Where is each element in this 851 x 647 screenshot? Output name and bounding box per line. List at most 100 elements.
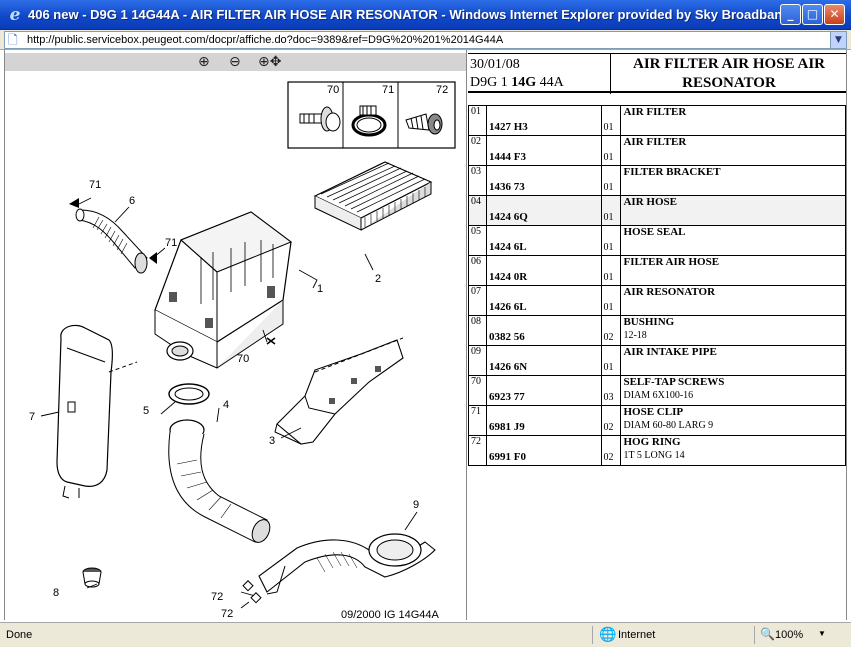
part-number-cell: 09 [468,345,487,376]
part-number: 03 [471,166,481,177]
arrow-marker-71-top [69,198,79,208]
part-reference[interactable]: 0382 56 [488,331,525,343]
part-qty-cell: 02 [600,435,622,466]
address-dropdown-icon[interactable]: ▼ [830,32,846,48]
marker-72b [250,592,262,604]
hose-clip-icon [351,105,387,137]
window-title: 406 new - D9G 1 14G44A - AIR FILTER AIR … [28,7,791,22]
part-desc-cell: HOG RING 1T 5 LONG 14 [620,435,846,466]
zoom-pan-icon[interactable]: ⊕✥ [258,54,282,70]
callout-72-upper: 72 [211,591,223,603]
part-qty-cell: 02 [600,405,622,436]
part-desc-cell: HOSE SEAL [620,225,846,256]
document-title: AIR FILTER AIR HOSE AIR RESONATOR [632,56,825,91]
part-number: 01 [471,106,481,117]
part-description: AIR FILTER [623,106,687,118]
part-number: 06 [471,256,481,267]
callout-9: 9 [413,499,419,511]
address-field[interactable]: 🗋 http://public.servicebox.peugeot.com/d… [4,31,847,49]
part-quantity: 03 [603,392,614,403]
air-filter-element [313,161,433,231]
part-quantity: 01 [603,242,614,253]
part-reference[interactable]: 1424 6Q [488,211,528,223]
part-quantity: 01 [603,272,614,283]
marker-72a [242,580,254,592]
callout-71-mid: 71 [165,237,177,249]
part-detail: 1T 5 LONG 14 [623,450,685,461]
security-zone[interactable]: Internet [618,629,656,641]
page-content: ⊕ ⊖ ⊕✥ 70 71 72 [4,50,847,620]
part-ref-cell: 1424 0R [485,255,602,286]
globe-icon: 🌐 [599,626,617,642]
part-description: FILTER BRACKET [623,166,721,178]
part-reference[interactable]: 1424 0R [488,271,528,283]
status-divider [754,626,755,644]
air-filter-housing [154,211,293,369]
zoom-level[interactable]: 100% [775,629,804,641]
part-number: 05 [471,226,481,237]
diagram-pane: ⊕ ⊖ ⊕✥ 70 71 72 [5,50,467,620]
part-reference[interactable]: 6991 F0 [488,451,526,463]
part-quantity: 01 [603,152,614,163]
part-reference[interactable]: 1436 73 [488,181,525,193]
air-resonator [56,324,138,499]
part-ref-cell: 1424 6Q [485,195,602,226]
part-qty-cell: 01 [600,285,622,316]
part-number-cell: 08 [468,315,487,346]
part-description: AIR HOSE [623,196,677,208]
internet-explorer-icon: e [9,5,21,25]
part-quantity: 01 [603,182,614,193]
table-row[interactable]: 05 1424 6L 01 HOSE SEAL [468,225,846,256]
part-description: AIR FILTER [623,136,687,148]
status-divider [592,626,593,644]
zoom-dropdown-icon[interactable]: ▼ [818,629,826,638]
part-quantity: 02 [603,332,614,343]
air-intake-pipe [258,533,436,595]
part-reference[interactable]: 6981 J9 [488,421,525,433]
part-reference[interactable]: 1424 6L [488,241,527,253]
part-reference[interactable]: 1427 H3 [488,121,528,133]
part-reference[interactable]: 1444 F3 [488,151,526,163]
part-description: SELF-TAP SCREWS [623,376,725,388]
part-number: 72 [471,436,481,447]
callout-5: 5 [143,405,149,417]
part-number-cell: 70 [468,375,487,406]
minimize-button[interactable]: _ [780,4,801,25]
part-reference[interactable]: 1426 6N [488,361,528,373]
page-icon: 🗋 [8,33,18,47]
part-description: AIR RESONATOR [623,286,716,298]
part-number-cell: 06 [468,255,487,286]
address-url[interactable]: http://public.servicebox.peugeot.com/doc… [27,34,504,46]
zoom-in-icon[interactable]: ⊕ [198,54,210,70]
maximize-button[interactable]: □ [802,4,823,25]
table-row[interactable]: 03 1436 73 01 FILTER BRACKET [468,165,846,196]
part-ref-cell: 6923 77 [485,375,602,406]
callout-71-top: 71 [89,179,101,191]
part-reference[interactable]: 1426 6L [488,301,527,313]
document-meta: 30/01/08 D9G 1 14G 44A [468,54,611,94]
close-button[interactable]: ✕ [824,4,845,25]
zoom-out-icon[interactable]: ⊖ [229,54,241,70]
part-qty-cell: 01 [600,165,622,196]
part-reference[interactable]: 6923 77 [488,391,525,403]
inset-label-71: 71 [382,84,394,96]
part-description: HOG RING [623,436,681,448]
part-number-cell: 02 [468,135,487,166]
part-qty-cell: 01 [600,105,622,136]
hog-ring-icon [405,113,443,135]
bushing [82,567,102,588]
part-number: 09 [471,346,481,357]
exploded-parts-diagram: 70 71 72 [29,81,456,620]
